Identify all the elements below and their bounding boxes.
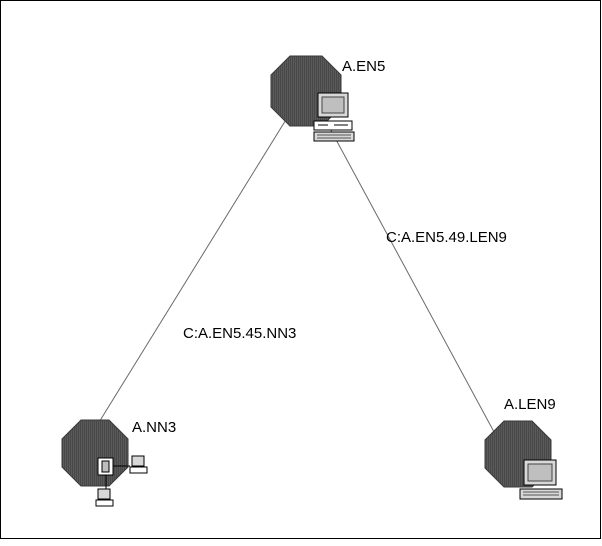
link-en5-nn3-label: C:A.EN5.45.NN3 — [183, 325, 296, 342]
node-len9[interactable]: A.LEN9 — [484, 396, 563, 500]
workstation-icon — [519, 459, 563, 500]
link-en5-len9-label: C:A.EN5.49.LEN9 — [386, 229, 507, 246]
node-en5[interactable]: A.EN5 — [270, 55, 385, 142]
node-nn3-octagon — [61, 419, 129, 487]
workstation-icon — [313, 92, 355, 142]
node-en5-label: A.EN5 — [342, 58, 385, 75]
link-en5-len9-line[interactable] — [319, 109, 501, 444]
network-node-icon — [95, 455, 148, 507]
node-len9-label: A.LEN9 — [504, 396, 556, 413]
node-nn3-label: A.NN3 — [132, 419, 176, 436]
node-nn3[interactable]: A.NN3 — [61, 419, 176, 507]
link-en5-nn3-line[interactable] — [87, 109, 293, 441]
